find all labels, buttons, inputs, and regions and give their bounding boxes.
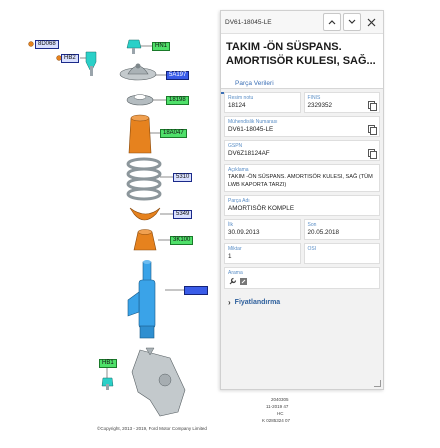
field-muhendislik-numarasi: Mühendislik Numarası DV61-18045-LE [224, 116, 380, 137]
pricing-toggle[interactable]: › Fiyatlandırma [224, 292, 380, 313]
field-label: Arama [228, 270, 243, 276]
copyright-text: ©Copyright, 2013 - 2019, Ford Motor Comp… [97, 426, 207, 431]
coil-spring-part [126, 157, 162, 201]
resize-handle[interactable] [374, 380, 381, 387]
callout-hb1[interactable]: HB1 [99, 359, 117, 368]
panel-title: TAKIM -ÖN SÜSPANS. AMORTISÖR KULESI, SAĞ… [221, 34, 383, 72]
parts-diagram: HN1 5A197 18198 18A047 5310 5349 3K100 H… [28, 39, 290, 431]
callout-hb2[interactable]: HB2 [61, 54, 79, 63]
copy-icon[interactable] [368, 125, 377, 135]
field-gspn: GSPN DV6Z18124AF [224, 140, 380, 161]
field-label: OSI [307, 246, 317, 252]
panel-tabs: Parça Verileri [221, 72, 383, 94]
field-label: Miktar [228, 246, 242, 252]
chevron-down-icon[interactable] [343, 13, 361, 31]
field-label: Mühendislik Numarası [228, 119, 278, 125]
bolt-part [85, 51, 97, 76]
spring-seat-part [129, 207, 161, 221]
callout-5a197[interactable]: 5A197 [166, 71, 190, 80]
field-miktar: Miktar 1 [224, 243, 301, 264]
field-value: 18124 [228, 102, 246, 109]
field-value: DV6Z18124AF [228, 150, 270, 157]
field-label: İlk [228, 222, 233, 228]
copy-icon[interactable] [368, 101, 377, 111]
footnote-code2: 11-2019 47 [266, 404, 289, 409]
field-value: 2329352 [307, 102, 333, 109]
strut-part [127, 260, 156, 339]
field-value: 1 [228, 253, 232, 260]
field-label: GSPN [228, 143, 243, 149]
field-label: Resim notu [228, 95, 254, 101]
chevron-up-icon[interactable] [323, 13, 341, 31]
nut-part [126, 39, 142, 54]
dust-boot-part [128, 114, 152, 154]
field-label: Açıklama [228, 167, 249, 173]
bearing-part [126, 94, 154, 106]
field-resim-notu: Resim notu 18124 [224, 92, 301, 113]
part-detail-panel: DV61-18045-LE TAKIM -ÖN SÜSPANS. AMORTIS… [220, 10, 384, 390]
parts-diagram-drawing [28, 39, 186, 417]
footnote-code3: HC [277, 411, 284, 416]
edit-icon[interactable] [239, 277, 248, 286]
pricing-label: Fiyatlandırma [234, 299, 281, 306]
field-label: Son [307, 222, 317, 228]
field-value: 30.09.2013 [228, 229, 260, 236]
copy-icon[interactable] [368, 149, 377, 159]
field-parca-adi: Parça Adı AMORTISÖR KOMPLE [224, 195, 380, 216]
callout-5310[interactable]: 5310 [173, 173, 193, 182]
field-finis: FINIS 2329352 [303, 92, 380, 113]
callout-hn1[interactable]: HN1 [152, 42, 171, 51]
chevron-right-icon: › [228, 298, 231, 307]
footnote-code4: K 0285324 07 [262, 418, 291, 423]
callout-18124[interactable] [184, 286, 208, 295]
field-label: FINIS [307, 95, 321, 101]
field-son: Son 20.05.2018 [303, 219, 380, 240]
washer-part [28, 41, 34, 47]
field-arama: Arama [224, 267, 380, 289]
wrench-icon[interactable] [228, 277, 237, 286]
field-osi: OSI [303, 243, 380, 264]
callout-3k100[interactable]: 3K100 [170, 236, 194, 245]
callout-18198[interactable]: 18198 [166, 96, 189, 105]
field-value: DV61-18045-LE [228, 126, 274, 133]
panel-part-code: DV61-18045-LE [225, 18, 272, 26]
field-value: AMORTISÖR KOMPLE [228, 205, 295, 212]
callout-8d068[interactable]: 8D068 [35, 40, 59, 49]
knuckle-part [131, 347, 186, 417]
callout-18a047[interactable]: 18A047 [160, 129, 187, 138]
footnote-code1: 2040305 [271, 397, 289, 402]
panel-content: Resim notu 18124 FINIS 2329352 Mühendisl… [221, 89, 383, 316]
close-icon[interactable] [363, 14, 379, 30]
field-value: 20.05.2018 [307, 229, 340, 236]
field-aciklama: Açıklama TAKIM -ÖN SÜSPANS. AMORTISÖR KU… [224, 164, 380, 192]
top-mount-part [119, 63, 157, 81]
field-label: Parça Adı [228, 198, 250, 204]
lower-bolt-part [101, 377, 114, 390]
bump-stop-part [133, 229, 157, 251]
field-value: TAKIM -ÖN SÜSPANS. AMORTISÖR KULESI, SAĞ… [228, 174, 373, 188]
panel-topbar: DV61-18045-LE [221, 11, 383, 34]
field-ilk: İlk 30.09.2013 [224, 219, 301, 240]
callout-5349[interactable]: 5349 [173, 210, 193, 219]
